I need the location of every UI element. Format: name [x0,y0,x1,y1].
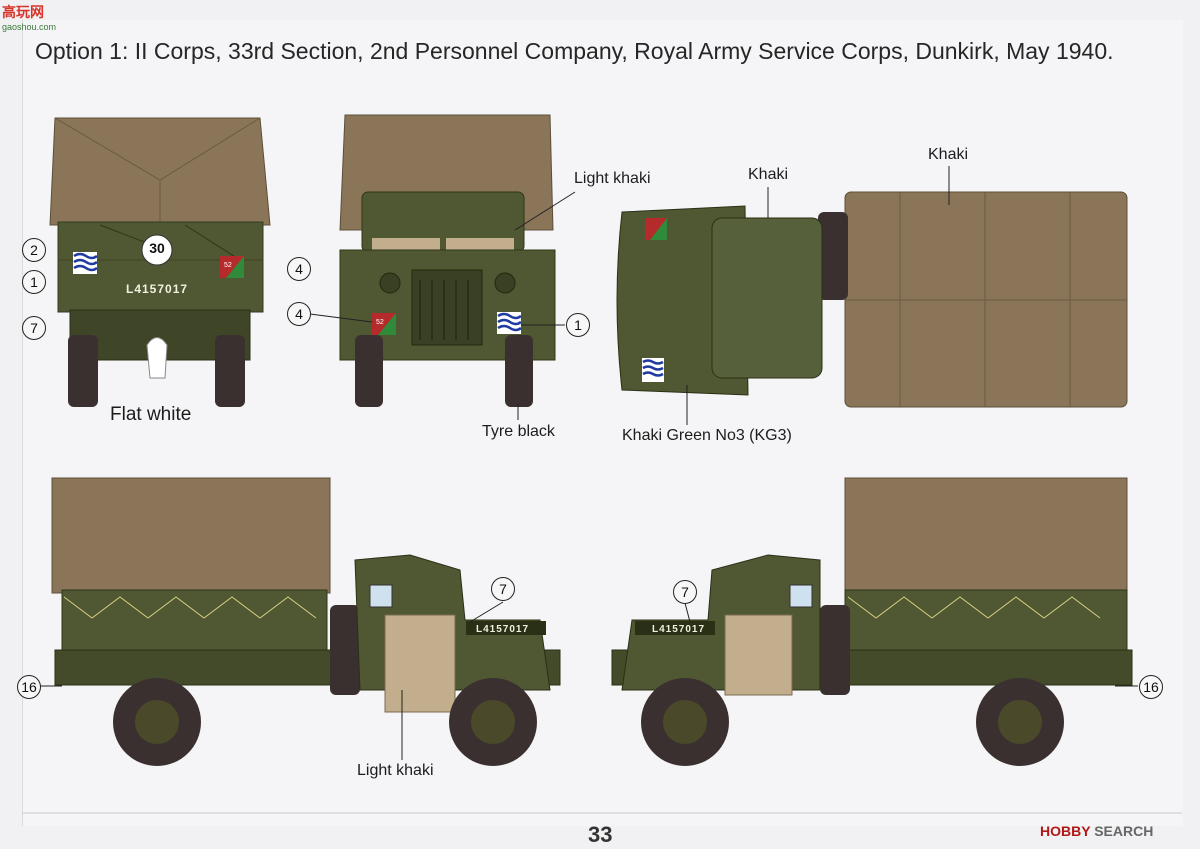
rear-view [49,117,271,407]
page-number: 33 [588,822,613,847]
front-unit-code: 52 [376,319,384,326]
right-side-registration: L4157017 [652,624,706,635]
side-view-left [40,477,561,766]
watermark-top: 高玩网 gaoshou.com [2,2,56,32]
callout-right-7: 7 [673,580,697,604]
label-light-khaki-side: Light khaki [357,762,434,779]
side-view-right [611,477,1138,766]
callout-left-7: 7 [491,577,515,601]
label-khaki-green: Khaki Green No3 (KG3) [622,427,792,444]
callout-front-1: 1 [566,313,590,337]
watermark-bottom-brand: HOBBY [1040,823,1091,839]
label-tyre-black: Tyre black [482,423,555,440]
callout-rear-4: 4 [287,257,311,281]
bridge-class-marking: 30 [149,240,165,256]
callout-rear-2: 2 [22,238,46,262]
callout-rear-1: 1 [22,270,46,294]
left-side-registration: L4157017 [476,624,530,635]
callout-rear-7: 7 [22,316,46,340]
front-view [309,114,576,420]
callout-left-16: 16 [17,675,41,699]
label-flat-white: Flat white [110,404,192,425]
rear-registration: L4157017 [126,282,189,296]
rear-unit-code: 52 [224,262,232,269]
label-khaki-cab: Khaki [748,166,789,183]
watermark-top-url: gaoshou.com [2,22,57,32]
page-title: Option 1: II Corps, 33rd Section, 2nd Pe… [35,38,1114,64]
top-view [616,166,1128,425]
callout-front-4: 4 [287,302,311,326]
label-khaki-body: Khaki [928,146,969,163]
callout-right-16: 16 [1139,675,1163,699]
watermark-top-name: 高玩网 [2,4,44,20]
watermark-bottom: HOBBY SEARCH [1040,823,1153,839]
label-light-khaki-front: Light khaki [574,170,651,187]
watermark-bottom-text: SEARCH [1094,823,1154,839]
